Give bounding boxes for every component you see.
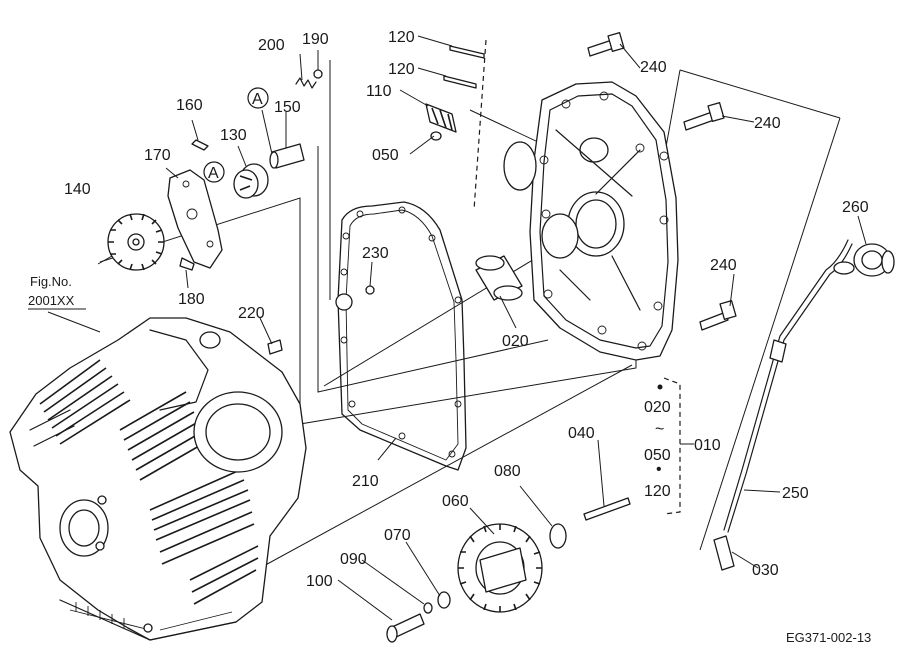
fitting-110 xyxy=(425,103,457,141)
callout-190: 190 xyxy=(302,31,329,48)
callout-200: 200 xyxy=(258,37,285,54)
callout-210: 210 xyxy=(352,473,379,490)
sleeve-150 xyxy=(269,143,305,169)
callout-050-range: 050 xyxy=(644,447,671,464)
spring-200 xyxy=(295,77,317,89)
pin-160 xyxy=(191,139,209,151)
gear-140 xyxy=(107,213,165,271)
bolt-100 xyxy=(386,613,425,643)
marker-a-upper: A xyxy=(247,87,269,109)
callout-070: 070 xyxy=(384,527,411,544)
callout-020: 020 xyxy=(502,333,529,350)
callout-140: 140 xyxy=(64,181,91,198)
circlip-090 xyxy=(423,602,433,614)
crankcase-block xyxy=(9,317,307,641)
svg-text:A: A xyxy=(208,165,219,182)
callout-120-range: 120 xyxy=(644,483,671,500)
callout-260: 260 xyxy=(842,199,869,216)
callout-120-top: 120 xyxy=(388,29,415,46)
callout-240-top: 240 xyxy=(640,59,667,76)
gear-case-010 xyxy=(503,81,679,361)
callout-labels: 120 120 110 050 240 240 240 260 250 030 … xyxy=(64,29,869,590)
dipstick-250 xyxy=(723,239,855,533)
svg-text:A: A xyxy=(252,91,263,108)
callout-250: 250 xyxy=(782,485,809,502)
callout-150: 150 xyxy=(274,99,301,116)
washer-080 xyxy=(549,523,567,549)
screw-180 xyxy=(179,257,195,271)
range-tilde: ~ xyxy=(655,421,664,438)
callout-120-mid: 120 xyxy=(388,61,415,78)
shaft-040 xyxy=(583,497,631,521)
callout-050-top: 050 xyxy=(372,147,399,164)
callout-030: 030 xyxy=(752,562,779,579)
callout-040: 040 xyxy=(568,425,595,442)
pins-120 xyxy=(443,39,487,211)
range-dot: • xyxy=(656,461,662,478)
callout-060: 060 xyxy=(442,493,469,510)
pin-220 xyxy=(267,339,283,355)
fig-reference: Fig.No. 2001XX xyxy=(28,274,86,310)
callout-160: 160 xyxy=(176,97,203,114)
assembly-outline-2 xyxy=(317,146,549,393)
range-bracket xyxy=(663,377,681,515)
leader-lines xyxy=(47,35,867,621)
callout-110: 110 xyxy=(366,83,392,100)
callout-220: 220 xyxy=(238,305,265,322)
callout-020-range: 020 xyxy=(644,399,671,416)
bolts-240 xyxy=(587,32,737,331)
callout-010: 010 xyxy=(694,437,721,454)
plate-170 xyxy=(167,169,223,269)
callout-240-mid: 240 xyxy=(754,115,781,132)
svg-text:Fig.No.: Fig.No. xyxy=(30,274,72,289)
seal-260 xyxy=(853,243,895,277)
governor-130 xyxy=(233,163,269,199)
svg-text:2001XX: 2001XX xyxy=(28,293,75,308)
gear-060 xyxy=(457,523,543,613)
callout-230: 230 xyxy=(362,245,389,262)
collar-070 xyxy=(437,591,451,609)
callout-240-low: 240 xyxy=(710,257,737,274)
callout-170: 170 xyxy=(144,147,171,164)
gasket-210 xyxy=(335,201,467,471)
callout-100: 100 xyxy=(306,573,333,590)
callout-090: 090 xyxy=(340,551,367,568)
callout-130: 130 xyxy=(220,127,247,144)
callout-080: 080 xyxy=(494,463,521,480)
bushing-020 xyxy=(475,255,523,301)
drawing-code: EG371-002-13 xyxy=(786,630,871,645)
callout-180: 180 xyxy=(178,291,205,308)
ball-190 xyxy=(313,69,323,79)
marker-a-lower: A xyxy=(203,161,225,183)
cap-030 xyxy=(713,535,735,571)
